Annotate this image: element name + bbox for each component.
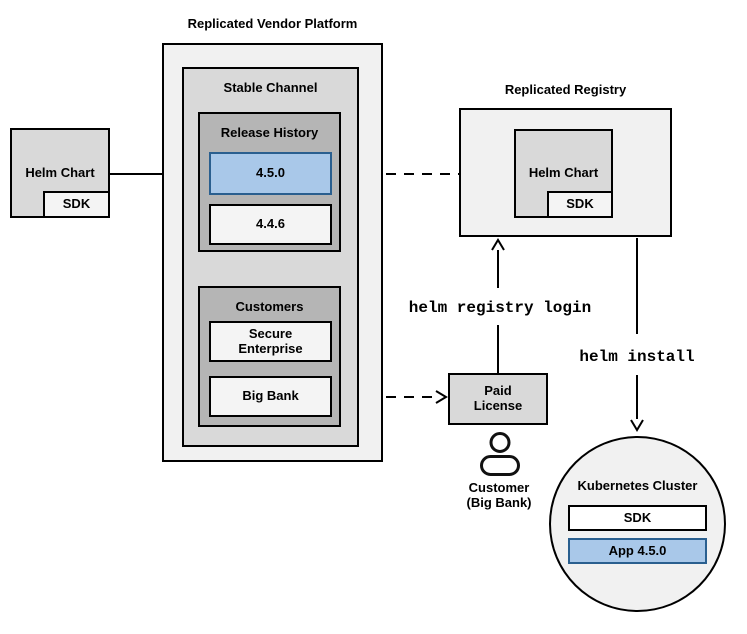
registry-sdk-box: SDK [547,191,613,218]
cluster-sdk-label: SDK [623,509,652,525]
release-4-4-6-label: 4.4.6 [256,216,285,232]
source-sdk-box: SDK [43,191,110,218]
registry-helm-chart-box: Helm Chart SDK [514,129,613,218]
release-history-label: Release History [220,125,319,140]
customer-person-icon [480,432,520,476]
customer-secure-enterprise: Secure Enterprise [209,321,332,362]
customers-label: Customers [235,299,304,314]
vendor-platform-title: Replicated Vendor Platform [187,16,358,31]
helm-install-command: helm install [579,348,695,366]
stable-channel-label: Stable Channel [223,80,318,95]
cluster-app-label: App 4.5.0 [608,542,667,558]
kubernetes-cluster-label: Kubernetes Cluster [577,478,698,493]
release-4-4-6: 4.4.6 [209,204,332,245]
cluster-app-box: App 4.5.0 [568,538,707,564]
arrow-registry-to-cluster [630,238,644,432]
source-helm-chart-label: Helm Chart [25,164,95,180]
registry-title: Replicated Registry [504,82,627,97]
registry-sdk-label: SDK [566,196,594,212]
source-helm-chart-box: Helm Chart SDK [10,128,110,218]
customer-secure-enterprise-label: Secure Enterprise [238,325,303,356]
release-4-5-0-label: 4.5.0 [256,165,285,181]
helm-registry-login-command: helm registry login [408,299,592,317]
source-sdk-label: SDK [62,196,91,212]
release-4-5-0: 4.5.0 [209,152,332,195]
customer-actor-label: Customer (Big Bank) [466,480,532,510]
customer-big-bank-label: Big Bank [242,388,299,404]
paid-license-label: Paid License [473,383,523,413]
customer-big-bank: Big Bank [209,376,332,417]
cluster-sdk-box: SDK [568,505,707,531]
paid-license-box: Paid License [448,373,548,425]
registry-helm-chart-label: Helm Chart [528,165,599,181]
